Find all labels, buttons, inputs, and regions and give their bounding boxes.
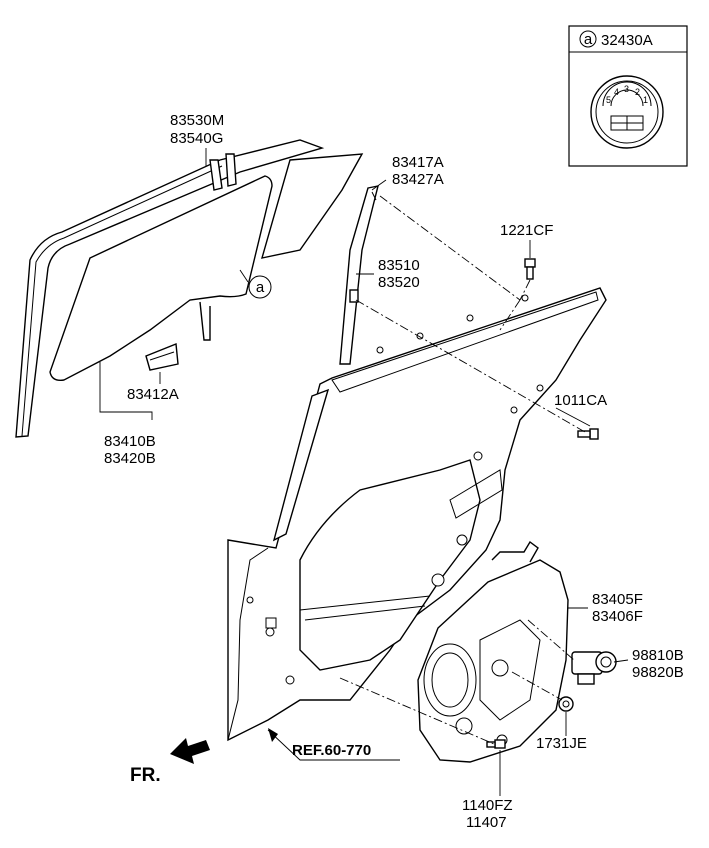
reference-lines [339, 195, 586, 745]
part-labels: 83530M 83540G 83417A 83427A 1221CF 83510… [104, 112, 684, 831]
label-83420b: 83420B [104, 450, 156, 467]
dial-number-3: 3 [624, 84, 629, 94]
odometer-dial-icon: 5 4 3 2 1 [590, 75, 664, 149]
window-motor-icon [571, 651, 617, 685]
dial-number-4: 4 [614, 87, 619, 97]
label-98810b: 98810B [632, 647, 684, 664]
inset-marker: a [584, 31, 593, 48]
dial-number-2: 2 [635, 87, 640, 97]
reference-label: REF.60-770 [292, 742, 371, 759]
label-98820b: 98820B [632, 664, 684, 681]
label-83510: 83510 [378, 257, 420, 274]
dial-number-5: 5 [606, 95, 611, 105]
label-83530m: 83530M [170, 112, 224, 129]
inset-box: a 32430A 5 4 3 2 1 [568, 25, 688, 167]
quarter-glass [261, 153, 364, 259]
label-1011ca: 1011CA [554, 392, 607, 409]
label-1140fz: 1140FZ [462, 797, 513, 814]
bolt-1011ca-icon [577, 428, 599, 440]
label-83427a: 83427A [392, 171, 444, 188]
dial-number-1: 1 [643, 95, 648, 105]
label-83417a: 83417A [392, 154, 444, 171]
bolt-1221cf-icon [524, 258, 536, 280]
glass-run-channel [15, 139, 325, 438]
door-module-panel [417, 540, 569, 763]
door-frame [227, 287, 607, 742]
callout-marker-a: a [256, 279, 265, 296]
glass-holder [145, 343, 179, 371]
front-direction-arrow-icon [170, 738, 210, 764]
direction-label: FR. [130, 765, 161, 786]
label-83406f: 83406F [592, 608, 643, 625]
door-glass: a [49, 175, 273, 382]
inset-part-number: 32430A [601, 32, 653, 49]
grommet-icon [558, 696, 574, 712]
leader-lines [99, 148, 629, 796]
label-11407: 11407 [466, 814, 507, 831]
label-83405f: 83405F [592, 591, 643, 608]
label-1731je: 1731JE [536, 735, 587, 752]
bolt-1140fz-icon [486, 739, 506, 749]
label-83520: 83520 [378, 274, 420, 291]
label-1221cf: 1221CF [500, 222, 553, 239]
label-83412a: 83412A [127, 386, 179, 403]
label-83540g: 83540G [170, 130, 223, 147]
label-83410b: 83410B [104, 433, 156, 450]
rear-channel [339, 185, 379, 365]
